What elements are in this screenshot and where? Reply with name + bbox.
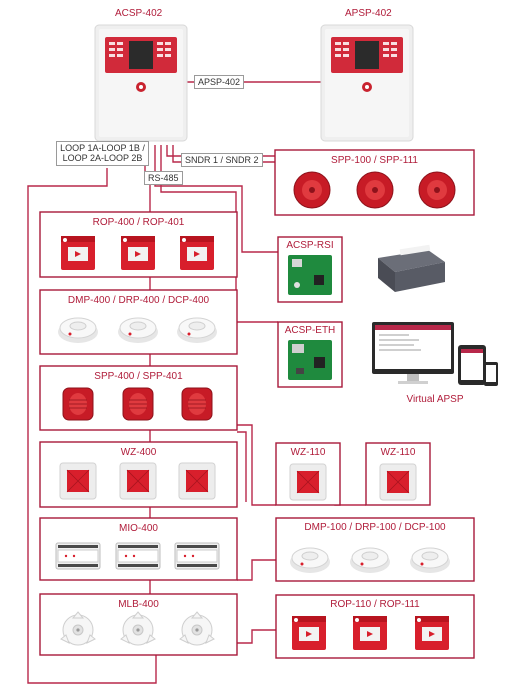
panel-title-right: APSP-402 bbox=[345, 8, 392, 19]
acsp-rsi-board bbox=[288, 255, 332, 295]
spp400-devices bbox=[62, 387, 213, 421]
virtual-apsp-label: Virtual APSP bbox=[406, 394, 464, 405]
dmp100-devices bbox=[289, 547, 451, 574]
wz110b-label: WZ-110 bbox=[380, 447, 416, 458]
dmp400-devices bbox=[57, 317, 218, 344]
virtual-apsp-screens bbox=[372, 322, 498, 386]
loops-label: LOOP 1A-LOOP 1B / LOOP 2A-LOOP 2B bbox=[56, 141, 149, 166]
rop400-devices bbox=[61, 236, 214, 270]
wz400-devices bbox=[59, 462, 216, 500]
loops-label-line1: LOOP 1A-LOOP 1B / bbox=[60, 143, 145, 153]
wz110-devices bbox=[289, 463, 417, 501]
spp100-devices bbox=[293, 171, 456, 209]
rop110-devices bbox=[292, 616, 449, 650]
spp100-label: SPP-100 / SPP-111 bbox=[331, 155, 418, 166]
rop400-label: ROP-400 / ROP-401 bbox=[92, 217, 185, 228]
apsp-402-panel bbox=[320, 24, 414, 142]
mlb400-label: MLB-400 bbox=[118, 599, 159, 610]
spp400-label: SPP-400 / SPP-401 bbox=[94, 371, 183, 382]
sndr-label: SNDR 1 / SNDR 2 bbox=[181, 153, 263, 168]
mio400-label: MIO-400 bbox=[119, 523, 158, 534]
rs485-label: RS-485 bbox=[144, 171, 183, 186]
acsp-eth-board bbox=[288, 340, 332, 380]
panel-title-left: ACSP-402 bbox=[115, 8, 163, 19]
rop110-label: ROP-110 / ROP-111 bbox=[330, 599, 420, 610]
printer-icon bbox=[378, 244, 445, 292]
acsprsi-label: ACSP-RSI bbox=[286, 240, 334, 251]
mlb400-devices bbox=[60, 611, 215, 646]
acspeth-label: ACSP-ETH bbox=[284, 325, 336, 336]
dmp400-label: DMP-400 / DRP-400 / DCP-400 bbox=[67, 295, 210, 306]
wz110a-label: WZ-110 bbox=[290, 447, 326, 458]
mio400-devices bbox=[55, 542, 220, 570]
acsp-402-panel bbox=[94, 24, 188, 142]
panel-link-label: APSP-402 bbox=[194, 75, 245, 90]
loops-label-line2: LOOP 2A-LOOP 2B bbox=[62, 153, 143, 164]
wz400-label: WZ-400 bbox=[120, 447, 157, 458]
dmp100-label: DMP-100 / DRP-100 / DCP-100 bbox=[304, 522, 446, 533]
